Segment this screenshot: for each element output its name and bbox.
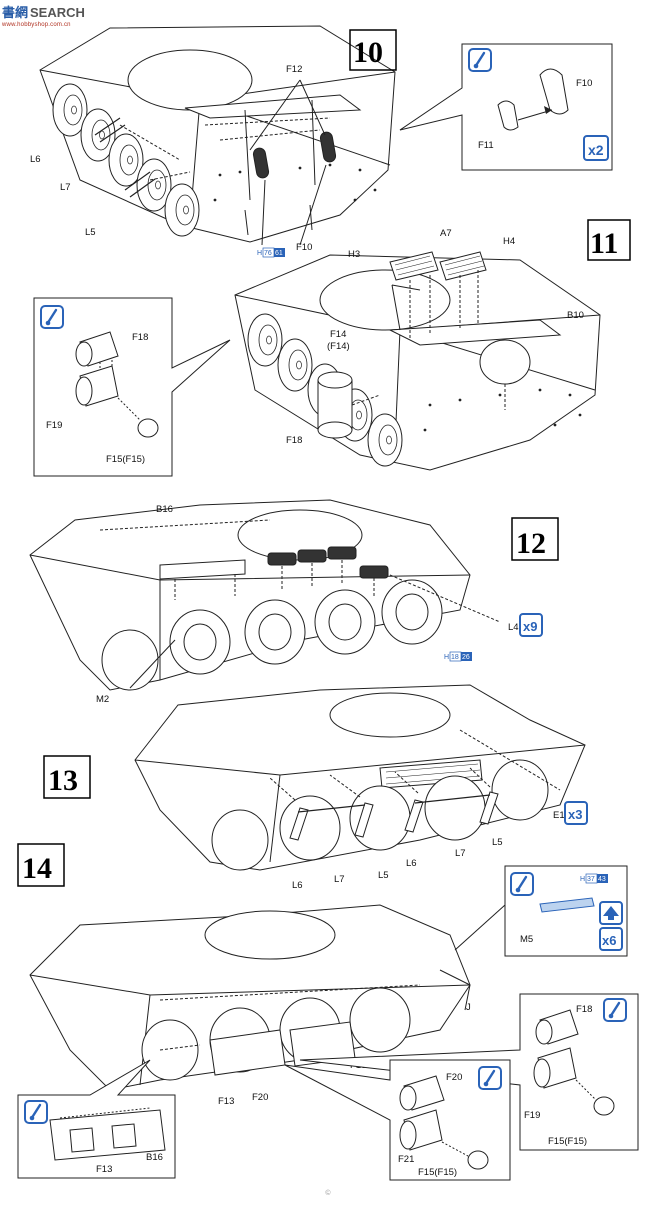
glue-icon xyxy=(509,871,535,897)
label-E1: E1 xyxy=(553,810,565,821)
label-B10: B10 xyxy=(567,310,584,321)
count-x2: x2 xyxy=(583,135,609,161)
svg-text:H: H xyxy=(580,876,585,883)
label-F18-callout: F18 xyxy=(132,332,148,343)
footer-mark: © xyxy=(325,1190,331,1197)
paint-ref-1: H 76 61 xyxy=(257,247,285,258)
label-F10-callout: F10 xyxy=(576,78,592,89)
flip-icon xyxy=(599,901,623,925)
count-x3: x3 xyxy=(564,801,588,825)
step-11-number: 11 xyxy=(590,227,618,260)
svg-text:61: 61 xyxy=(275,250,283,257)
svg-text:76: 76 xyxy=(264,250,272,257)
label-L4: L4 xyxy=(508,622,519,633)
label-H3: H3 xyxy=(348,249,360,260)
step-13-number: 13 xyxy=(48,764,78,797)
label-L7-c: L7 xyxy=(455,848,466,859)
step-14-box xyxy=(17,843,65,887)
step-11-box xyxy=(587,219,631,261)
callout-f20-f21-f15: F20 F21 F15(F15) xyxy=(284,1059,511,1181)
label-F18: F18 xyxy=(286,435,302,446)
svg-text:H: H xyxy=(257,250,262,257)
label-F18-d: F18 xyxy=(576,1004,592,1015)
count-x9: x9 xyxy=(519,613,543,637)
label-F20: F20 xyxy=(252,1092,268,1103)
svg-text:x3: x3 xyxy=(568,807,582,822)
step-10-number: 10 xyxy=(353,36,383,69)
watermark-brand-cn: 書網 xyxy=(2,5,29,20)
watermark-brand-en: SEARCH xyxy=(30,5,85,20)
label-L5-b: L5 xyxy=(378,870,389,881)
glue-icon xyxy=(602,997,628,1023)
paint-ref-3: H 37 43 xyxy=(580,873,608,884)
svg-text:18: 18 xyxy=(451,654,459,661)
label-L7: L7 xyxy=(60,182,71,193)
svg-text:x2: x2 xyxy=(588,142,604,158)
label-F11: F11 xyxy=(478,140,494,151)
label-B16-b: B16 xyxy=(146,1152,163,1163)
callout-f13-b16: F13 B16 xyxy=(17,1059,176,1179)
label-F13-b: F13 xyxy=(96,1164,112,1175)
callout-f18-f19-f15: F18 F19 F15(F15) xyxy=(33,297,231,477)
svg-text:37: 37 xyxy=(587,876,595,883)
label-F12: F12 xyxy=(286,64,302,75)
label-H4: H4 xyxy=(503,236,515,247)
label-F20-b: F20 xyxy=(446,1072,462,1083)
label-L6-c: L6 xyxy=(406,858,417,869)
label-A7: A7 xyxy=(440,228,452,239)
glue-icon xyxy=(477,1065,503,1091)
step-14-number: 14 xyxy=(22,852,52,885)
step-10 xyxy=(39,25,396,246)
step-10-box xyxy=(349,29,397,71)
label-F15: F15(F15) xyxy=(106,454,145,465)
svg-text:43: 43 xyxy=(598,876,606,883)
paint-ref-2: H 18 26 xyxy=(444,651,472,662)
step-14 xyxy=(29,904,506,1091)
step-13 xyxy=(134,684,586,871)
label-L6: L6 xyxy=(30,154,41,165)
label-F14-paren: (F14) xyxy=(327,341,350,352)
label-J: J xyxy=(466,1002,471,1013)
label-L5-c: L5 xyxy=(492,837,503,848)
callout-f10-f11: F10 F11 x2 xyxy=(399,43,613,171)
label-F13: F13 xyxy=(218,1096,234,1107)
label-B16: B16 xyxy=(156,504,173,515)
label-L7-b: L7 xyxy=(334,874,345,885)
step-12-number: 12 xyxy=(516,527,546,560)
label-L5: L5 xyxy=(85,227,96,238)
svg-text:26: 26 xyxy=(462,654,470,661)
label-M5: M5 xyxy=(520,934,533,945)
watermark-site: www.hobbyshop.com.cn xyxy=(2,22,71,28)
svg-text:x9: x9 xyxy=(523,619,537,634)
label-F19: F19 xyxy=(46,420,62,431)
step-11 xyxy=(234,251,601,471)
label-F21: F21 xyxy=(398,1154,414,1165)
glue-icon xyxy=(23,1099,49,1125)
callout-m5: H 37 43 M5 x6 xyxy=(504,865,628,957)
svg-text:x6: x6 xyxy=(602,933,616,948)
step-13-box xyxy=(43,755,91,799)
glue-icon xyxy=(39,304,65,330)
label-L6-b: L6 xyxy=(292,880,303,891)
step-12 xyxy=(29,499,501,691)
label-F15-c: F15(F15) xyxy=(548,1136,587,1147)
count-x6: x6 xyxy=(599,927,623,951)
svg-text:H: H xyxy=(444,654,449,661)
step-12-box xyxy=(511,517,559,561)
label-M2: M2 xyxy=(96,694,109,705)
label-F15-b: F15(F15) xyxy=(418,1167,457,1178)
glue-icon xyxy=(467,47,493,73)
label-F10: F10 xyxy=(296,242,312,253)
label-F14: F14 xyxy=(330,329,346,340)
label-F19-b: F19 xyxy=(524,1110,540,1121)
